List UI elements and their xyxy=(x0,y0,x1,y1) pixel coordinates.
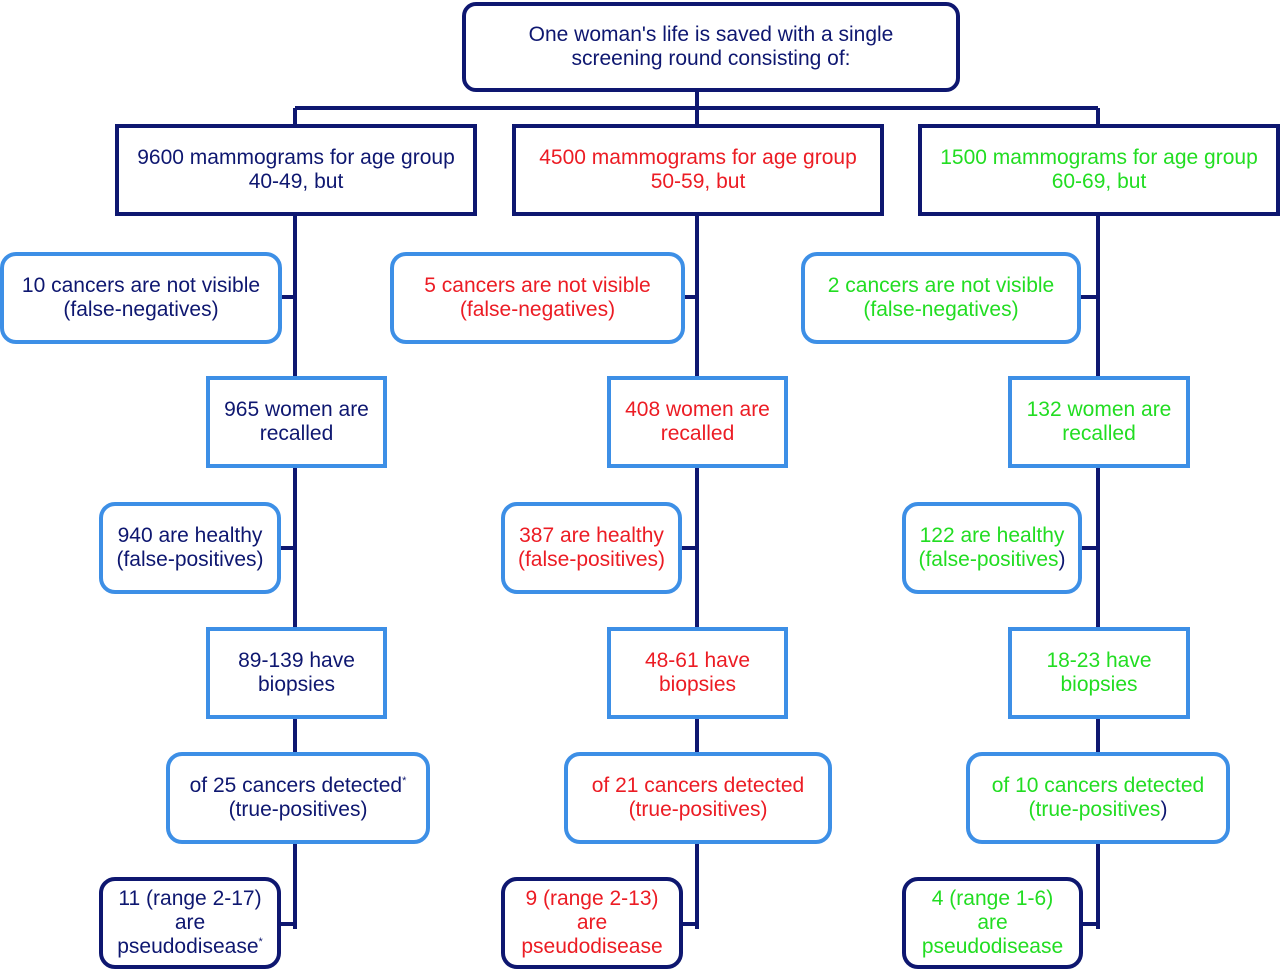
header-box-age-40-49: 9600 mammograms for age group 40-49, but xyxy=(115,124,477,216)
recalled-line1: 965 women are xyxy=(224,398,369,421)
pseudodisease-line3: pseudodisease* xyxy=(117,935,263,959)
footnote-asterisk: * xyxy=(258,936,263,948)
pseudodisease-line1: 9 (range 2-13) xyxy=(525,887,659,910)
detected-line2: (true-positives) xyxy=(628,798,768,821)
false-positives-text: (false-positives xyxy=(918,548,1059,571)
pseudodisease-line1: 4 (range 1-6) xyxy=(931,887,1054,910)
recalled-box-age-60-69: 132 women are recalled xyxy=(1008,376,1190,468)
biopsies-line2: biopsies xyxy=(1060,673,1138,696)
false-positives-box-age-50-59: 387 are healthy (false-positives) xyxy=(501,502,682,594)
header-line1: 4500 mammograms for age group xyxy=(539,146,857,169)
root-line1: One woman's life is saved with a single xyxy=(528,23,894,46)
false-positives-box-age-60-69: 122 are healthy (false-positives) xyxy=(902,502,1082,594)
header-line2: 50-59, but xyxy=(650,170,746,193)
false-positives-box-age-40-49: 940 are healthy (false-positives) xyxy=(99,502,281,594)
biopsies-line2: biopsies xyxy=(257,673,336,696)
false-positives-line2: (false-positives) xyxy=(116,548,264,571)
false-positives-line1: 387 are healthy xyxy=(519,524,664,547)
false-negatives-line1: 10 cancers are not visible xyxy=(21,274,261,297)
biopsies-line1: 89-139 have xyxy=(238,649,355,672)
detected-box-age-40-49: of 25 cancers detected* (true-positives) xyxy=(166,752,430,844)
false-positives-line2: (false-positives) xyxy=(918,548,1065,572)
biopsies-line1: 48-61 have xyxy=(644,649,751,672)
root-box: One woman's life is saved with a single … xyxy=(462,2,960,92)
false-positives-line2: (false-positives) xyxy=(517,548,666,571)
biopsies-box-age-50-59: 48-61 have biopsies xyxy=(607,627,788,719)
closing-paren: ) xyxy=(1058,548,1066,571)
detected-line2: (true-positives) xyxy=(228,798,368,821)
header-line2: 60-69, but xyxy=(1051,170,1147,193)
recalled-line2: recalled xyxy=(1062,422,1136,445)
pseudodisease-box-age-60-69: 4 (range 1-6) are pseudodisease xyxy=(902,877,1083,969)
recalled-line2: recalled xyxy=(259,422,334,445)
pseudodisease-line1: 11 (range 2-17) xyxy=(118,887,262,910)
recalled-line2: recalled xyxy=(660,422,735,445)
closing-paren: ) xyxy=(1160,798,1168,821)
biopsies-line2: biopsies xyxy=(658,673,737,696)
recalled-box-age-50-59: 408 women are recalled xyxy=(607,376,788,468)
header-line1: 9600 mammograms for age group xyxy=(137,146,455,169)
detected-box-age-60-69: of 10 cancers detected (true-positives) xyxy=(966,752,1230,844)
biopsies-line1: 18-23 have xyxy=(1046,649,1152,672)
pseudodisease-box-age-40-49: 11 (range 2-17) are pseudodisease* xyxy=(99,877,281,969)
pseudodisease-line3: pseudodisease xyxy=(521,935,663,958)
detected-line1: of 21 cancers detected xyxy=(591,774,805,797)
root-line2: screening round consisting of: xyxy=(571,47,851,70)
biopsies-box-age-40-49: 89-139 have biopsies xyxy=(206,627,387,719)
false-negatives-box-age-60-69: 2 cancers are not visible (false-negativ… xyxy=(801,252,1081,344)
header-box-age-60-69: 1500 mammograms for age group 60-69, but xyxy=(918,124,1280,216)
false-negatives-line2: (false-negatives) xyxy=(63,298,219,321)
false-negatives-line1: 2 cancers are not visible xyxy=(827,274,1055,297)
detected-line1: of 25 cancers detected* xyxy=(190,774,407,798)
false-negatives-line2: (false-negatives) xyxy=(863,298,1019,321)
detected-box-age-50-59: of 21 cancers detected (true-positives) xyxy=(564,752,832,844)
detected-text: (true-positives xyxy=(1028,798,1161,821)
header-box-age-50-59: 4500 mammograms for age group 50-59, but xyxy=(512,124,884,216)
pseudodisease-line2: are xyxy=(576,911,608,934)
pseudodisease-line2: are xyxy=(977,911,1008,934)
false-negatives-line2: (false-negatives) xyxy=(459,298,616,321)
false-negatives-box-age-40-49: 10 cancers are not visible (false-negati… xyxy=(0,252,282,344)
recalled-box-age-40-49: 965 women are recalled xyxy=(206,376,387,468)
false-positives-line1: 940 are healthy xyxy=(117,524,263,547)
pseudodisease-line2: are xyxy=(174,911,206,934)
footnote-asterisk: * xyxy=(402,775,407,787)
detected-text: of 25 cancers detected xyxy=(189,774,403,797)
pseudodisease-text: pseudodisease xyxy=(117,935,259,958)
header-line1: 1500 mammograms for age group xyxy=(940,146,1258,169)
false-positives-line1: 122 are healthy xyxy=(919,524,1065,547)
false-negatives-line1: 5 cancers are not visible xyxy=(424,274,651,297)
detected-line1: of 10 cancers detected xyxy=(991,774,1205,797)
recalled-line1: 408 women are xyxy=(625,398,770,421)
pseudodisease-line3: pseudodisease xyxy=(921,935,1064,958)
recalled-line1: 132 women are xyxy=(1026,398,1172,421)
detected-line2: (true-positives) xyxy=(1029,798,1168,822)
header-line2: 40-49, but xyxy=(248,170,344,193)
false-negatives-box-age-50-59: 5 cancers are not visible (false-negativ… xyxy=(390,252,685,344)
pseudodisease-box-age-50-59: 9 (range 2-13) are pseudodisease xyxy=(501,877,683,969)
biopsies-box-age-60-69: 18-23 have biopsies xyxy=(1008,627,1190,719)
